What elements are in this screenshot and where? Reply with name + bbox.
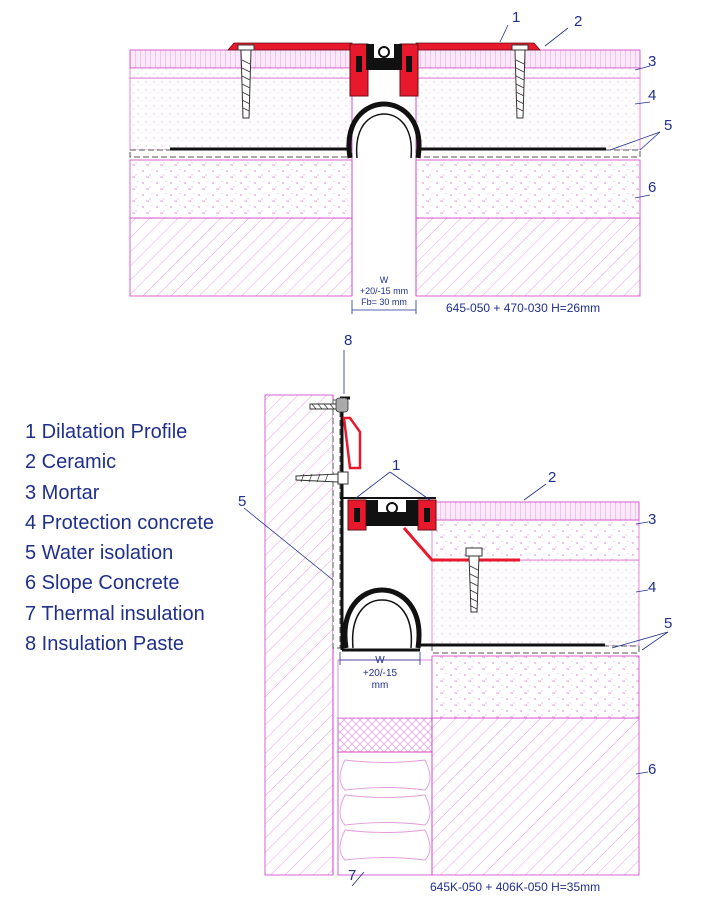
- legend-item: 5 Water isolation: [25, 542, 174, 565]
- top-callout-6: 6: [648, 179, 656, 196]
- bottom-callout-2: 2: [548, 469, 556, 486]
- bottom-crosshatch-block: [337, 717, 433, 753]
- top-detail: W +20/-15 mm Fb= 30 mm 645-050 + 470-030…: [129, 9, 672, 315]
- legend-item: 6 Slope Concrete: [25, 572, 180, 595]
- top-dim-w: W: [380, 275, 389, 285]
- top-rubber-seal: [346, 101, 422, 159]
- bottom-dilatation-profile: [340, 497, 520, 562]
- bottom-screed: [431, 559, 640, 647]
- legend-item: 1 Dilatation Profile: [25, 421, 188, 443]
- legend-item: 2 Ceramic: [25, 451, 117, 474]
- legend-item: 4 Protection concrete: [25, 511, 214, 534]
- bottom-ceramic: [431, 501, 640, 521]
- bottom-floor-anchor: [465, 547, 483, 613]
- bottom-dim-w: W: [375, 655, 385, 666]
- top-water-isolation-right: [415, 149, 641, 158]
- top-slope-concrete-left: [129, 217, 353, 297]
- top-ceramic-right: [415, 49, 641, 69]
- bottom-model-label: 645K-050 + 406K-050 H=35mm: [430, 880, 600, 894]
- top-callout-2: 2: [574, 13, 582, 30]
- bottom-dim-unit: mm: [372, 680, 389, 691]
- legend-item: 8 Insulation Paste: [25, 633, 184, 656]
- top-screed-right: [415, 77, 641, 151]
- top-mortar-left: [129, 67, 353, 79]
- bottom-dim-range: +20/-15: [363, 668, 398, 679]
- bottom-callout-5-wall: 5: [238, 493, 246, 510]
- top-anchor-right: [511, 44, 529, 119]
- top-protection-concrete-right: [415, 159, 641, 219]
- top-slope-concrete-right: [415, 217, 641, 297]
- top-dim-range: +20/-15 mm: [360, 286, 408, 296]
- top-anchor-left: [237, 44, 255, 119]
- top-callout-3: 3: [648, 53, 656, 70]
- top-model-label: 645-050 + 470-030 H=26mm: [446, 301, 600, 315]
- top-callout-5: 5: [664, 117, 672, 134]
- bottom-protection-concrete: [431, 655, 640, 719]
- bottom-callout-1: 1: [392, 457, 400, 474]
- legend-item: 3 Mortar: [25, 481, 100, 504]
- bottom-detail: W +20/-15 mm 645K-050 + 406K-050 H=35mm …: [238, 332, 672, 894]
- bottom-wall-screw: [309, 397, 349, 413]
- bottom-wall-profile: [342, 416, 362, 470]
- bottom-mortar: [431, 519, 640, 561]
- bottom-rubber-seal: [342, 587, 422, 649]
- top-screed-left: [129, 77, 353, 151]
- top-mortar-right: [415, 67, 641, 79]
- bottom-water-isolation: [431, 645, 640, 654]
- top-dim-fb: Fb= 30 mm: [361, 297, 407, 307]
- bottom-callout-7: 7: [348, 867, 356, 884]
- bottom-callout-8: 8: [344, 332, 352, 349]
- top-callout-1: 1: [512, 9, 520, 26]
- bottom-wall-anchor: [295, 471, 349, 485]
- top-protection-concrete-left: [129, 159, 353, 219]
- bottom-callout-4: 4: [648, 579, 656, 596]
- bottom-slope-concrete: [431, 717, 640, 876]
- legend-item: 7 Thermal insulation: [25, 602, 205, 625]
- bottom-callout-5-right: 5: [664, 615, 672, 632]
- bottom-wall: [264, 394, 334, 876]
- legend: 1 Dilatation Profile 2 Ceramic 3 Mortar …: [25, 417, 214, 659]
- top-water-isolation-left: [129, 149, 353, 158]
- bottom-callout-3: 3: [648, 511, 656, 528]
- bottom-callout-6: 6: [648, 761, 656, 778]
- top-callout-4: 4: [648, 87, 656, 104]
- bottom-thermal-insulation: [337, 751, 433, 876]
